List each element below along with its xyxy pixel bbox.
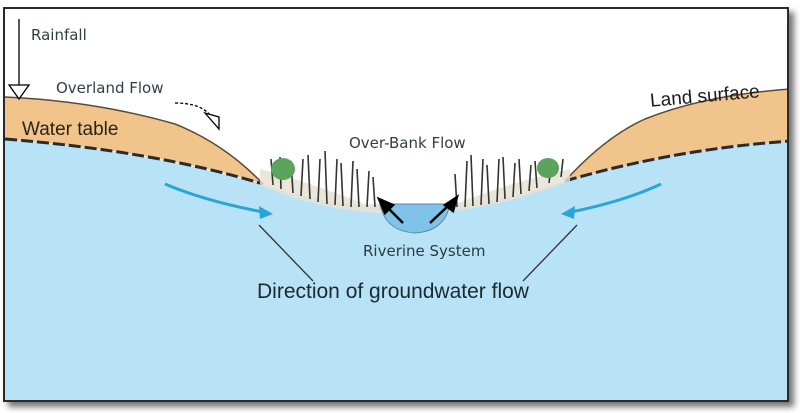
leader-line-right	[522, 224, 578, 282]
groundwater-arrow-left	[164, 182, 264, 214]
over-bank-flow-label: Over-Bank Flow	[349, 134, 466, 152]
shrub-left	[271, 158, 295, 180]
groundwater-direction-label: Direction of groundwater flow	[257, 280, 529, 303]
rainfall-arrow-head	[7, 84, 31, 101]
river-channel	[379, 203, 451, 234]
land-surface-right-line	[564, 88, 787, 182]
soil-left	[5, 97, 263, 184]
overland-flow-arrow-line	[174, 102, 211, 116]
overland-flow-arrow-head	[203, 111, 220, 131]
groundwater-zone	[5, 139, 787, 400]
cross-section-svg	[5, 19, 787, 400]
overland-flow-label: Overland Flow	[56, 79, 164, 97]
soil-right	[565, 89, 787, 181]
water-table-left	[5, 137, 264, 186]
groundwater-arrow-right-head	[561, 206, 575, 219]
groundwater-arrow-left-head	[259, 206, 273, 219]
shrub-right	[537, 158, 559, 178]
land-surface-left-line	[5, 96, 264, 185]
water-table-right	[564, 139, 787, 183]
rainfall-label: Rainfall	[31, 26, 87, 44]
over-bank-arrows	[376, 194, 460, 224]
diagram-frame: Rainfall Overland Flow Water table Land …	[3, 7, 789, 402]
leader-line-left	[258, 224, 314, 282]
groundwater-arrow-right	[570, 182, 662, 214]
water-table-label: Water table	[22, 119, 119, 140]
riverine-system-label: Riverine System	[363, 242, 486, 260]
marsh-band	[260, 169, 570, 214]
